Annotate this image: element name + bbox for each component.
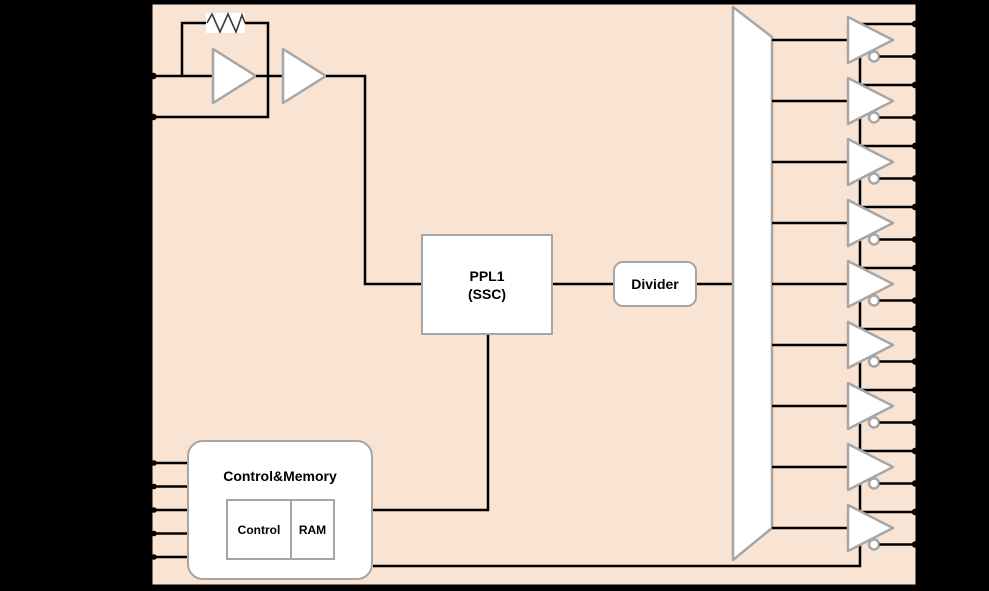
xtal-pin-dot xyxy=(150,113,157,121)
output-pin-dot xyxy=(911,447,919,455)
divider-label: Divider xyxy=(631,276,679,292)
control-input-pin-dot xyxy=(151,530,157,537)
osc-amplifier-triangle-icon xyxy=(211,47,258,105)
osc-to-pll-wire xyxy=(326,74,421,286)
pll-label-line1: PPL1 xyxy=(469,267,505,284)
inverted-output-bubble-icon xyxy=(867,294,881,307)
output-pin-dot xyxy=(911,264,919,272)
control-input-pin-dot xyxy=(151,483,157,490)
output-pin-dot xyxy=(911,541,919,548)
output-pin-dot xyxy=(911,81,919,89)
inverted-output-bubble-icon xyxy=(867,233,881,246)
ram-sub-block: RAM xyxy=(290,499,335,560)
control-memory-title: Control&Memory xyxy=(223,468,337,484)
output-pin-dot xyxy=(911,236,919,243)
control-input-pins xyxy=(151,460,187,560)
resistor-body xyxy=(206,13,245,33)
output-pin-dot xyxy=(911,175,919,182)
output-pin-dot xyxy=(911,325,919,333)
control-to-pll-wire xyxy=(373,335,490,512)
inverted-output-bubble-icon xyxy=(867,416,881,429)
output-pin-dot xyxy=(911,114,919,121)
inverted-output-bubble-icon xyxy=(867,355,881,368)
fanout-mux-trapezoid xyxy=(731,5,774,562)
output-pin-dot xyxy=(911,297,919,304)
xtal-pin-dot xyxy=(150,72,157,80)
output-pin-dot xyxy=(911,419,919,426)
osc-feedback-wire xyxy=(152,21,270,119)
inverted-output-bubble-icon xyxy=(867,477,881,490)
output-pin-dot xyxy=(911,142,919,150)
output-pin-dot xyxy=(911,203,919,211)
output-pin-dot xyxy=(911,480,919,487)
pll-label-line2: (SSC) xyxy=(467,285,507,302)
control-input-pin-dot xyxy=(151,507,157,513)
output-pin-dot xyxy=(911,508,919,516)
output-pin-dot xyxy=(911,386,919,394)
output-buffers xyxy=(772,15,919,553)
divider-block: Divider xyxy=(613,261,697,307)
output-pin-dot xyxy=(911,20,919,28)
output-pin-dot xyxy=(911,53,919,60)
inverted-output-bubble-icon xyxy=(867,111,881,124)
inverted-output-bubble-icon xyxy=(867,172,881,185)
osc-buffer-triangle-icon xyxy=(281,47,328,105)
inverted-output-bubble-icon xyxy=(867,538,881,551)
control-input-pin-dot xyxy=(151,460,157,466)
control-memory-block: Control&Memory Control RAM xyxy=(187,440,373,580)
pll-block: PPL1 (SSC) xyxy=(421,234,553,335)
resistor-icon xyxy=(206,12,246,35)
inverted-output-bubble-icon xyxy=(867,50,881,63)
control-input-pin-dot xyxy=(151,554,157,560)
control-sub-block: Control xyxy=(226,499,292,560)
output-pin-dot xyxy=(911,358,919,365)
